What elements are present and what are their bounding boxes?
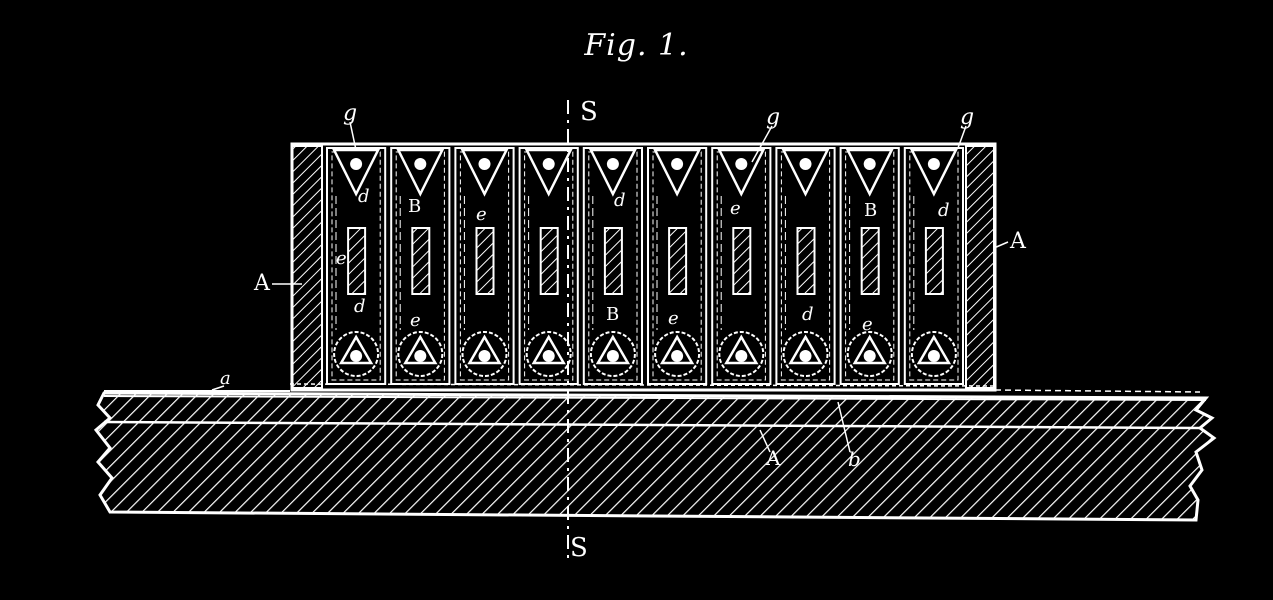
foundation-base bbox=[93, 391, 1217, 522]
label-d-1: d bbox=[358, 186, 370, 207]
label-b: b bbox=[848, 447, 861, 471]
top-pin bbox=[606, 158, 619, 170]
label-B-2: B bbox=[606, 304, 619, 325]
housing-frame bbox=[290, 142, 997, 392]
cell-wall bbox=[647, 147, 708, 385]
top-pin bbox=[350, 158, 363, 170]
label-e-2: e bbox=[476, 204, 487, 225]
hatched-plate bbox=[924, 227, 944, 295]
cell-7 bbox=[711, 147, 772, 385]
cell-5 bbox=[582, 147, 643, 385]
label-a: a bbox=[220, 368, 231, 389]
label-g-3: g bbox=[960, 105, 974, 130]
cell-wall bbox=[839, 147, 900, 385]
top-pin bbox=[863, 158, 876, 170]
cell-10 bbox=[903, 147, 964, 385]
label-g-1: g bbox=[343, 101, 357, 126]
roller-pin bbox=[350, 350, 363, 362]
cell-4 bbox=[518, 147, 579, 385]
label-section-bottom: S bbox=[570, 533, 588, 563]
roller-pin bbox=[799, 350, 812, 362]
label-A-left: A bbox=[253, 271, 271, 296]
top-wedge bbox=[653, 148, 702, 197]
top-pin bbox=[478, 158, 491, 170]
cell-wall bbox=[454, 147, 515, 385]
hatched-plate bbox=[347, 227, 367, 295]
cell-wall bbox=[390, 147, 451, 385]
roller-pin bbox=[927, 350, 940, 362]
figure-title: Fig. 1. bbox=[584, 28, 689, 63]
label-section-top: S bbox=[580, 97, 598, 127]
top-wedge bbox=[396, 148, 445, 197]
top-pin bbox=[414, 158, 427, 170]
cell-wall bbox=[903, 147, 964, 385]
roller-pin bbox=[478, 350, 491, 362]
label-e-1: e bbox=[336, 248, 347, 269]
label-e-6: e bbox=[862, 314, 873, 335]
hatched-plate bbox=[732, 227, 752, 295]
label-A-base: A bbox=[765, 446, 781, 470]
top-wedge bbox=[717, 148, 766, 197]
hatched-plate bbox=[668, 227, 688, 295]
top-wedge bbox=[909, 148, 958, 197]
top-wedge bbox=[524, 148, 573, 197]
top-wedge bbox=[588, 148, 637, 197]
cell-wall bbox=[775, 147, 836, 385]
label-A-right: A bbox=[1009, 229, 1027, 254]
top-pin bbox=[735, 158, 748, 170]
hatched-plate bbox=[411, 227, 431, 295]
cell-wall bbox=[582, 147, 643, 385]
label-B-3: B bbox=[864, 200, 877, 221]
label-e-3: e bbox=[730, 198, 741, 219]
label-d-2: d bbox=[614, 190, 626, 211]
label-d-4: d bbox=[354, 296, 366, 317]
top-wedge bbox=[845, 148, 894, 197]
top-pin bbox=[927, 158, 940, 170]
hatched-plate bbox=[603, 227, 623, 295]
roller-pin bbox=[735, 350, 748, 362]
label-d-5: d bbox=[802, 304, 814, 325]
label-e-4: e bbox=[410, 310, 421, 331]
top-wedge bbox=[332, 148, 381, 197]
roller-pin bbox=[414, 350, 427, 362]
roller-pin bbox=[542, 350, 555, 362]
hatched-plate bbox=[539, 227, 559, 295]
cell-8 bbox=[775, 147, 836, 385]
cell-6 bbox=[647, 147, 708, 385]
label-g-2: g bbox=[766, 105, 780, 130]
label-e-5: e bbox=[668, 308, 679, 329]
leader-lines bbox=[211, 121, 1009, 453]
top-pin bbox=[542, 158, 555, 170]
top-pin bbox=[671, 158, 684, 170]
roller-pin bbox=[671, 350, 684, 362]
label-d-3: d bbox=[938, 200, 950, 221]
top-pin bbox=[799, 158, 812, 170]
cell-2 bbox=[390, 147, 451, 385]
cell-3 bbox=[454, 147, 515, 385]
roller-pin bbox=[606, 350, 619, 362]
cell-wall bbox=[711, 147, 772, 385]
cell-array bbox=[326, 147, 964, 385]
hatched-plate bbox=[796, 227, 816, 295]
hatched-plate bbox=[475, 227, 495, 295]
cell-wall bbox=[518, 147, 579, 385]
top-wedge bbox=[460, 148, 509, 197]
roller-pin bbox=[863, 350, 876, 362]
label-B-1: B bbox=[408, 196, 421, 217]
cell-9 bbox=[839, 147, 900, 385]
top-wedge bbox=[781, 148, 830, 197]
hatched-plate bbox=[860, 227, 880, 295]
